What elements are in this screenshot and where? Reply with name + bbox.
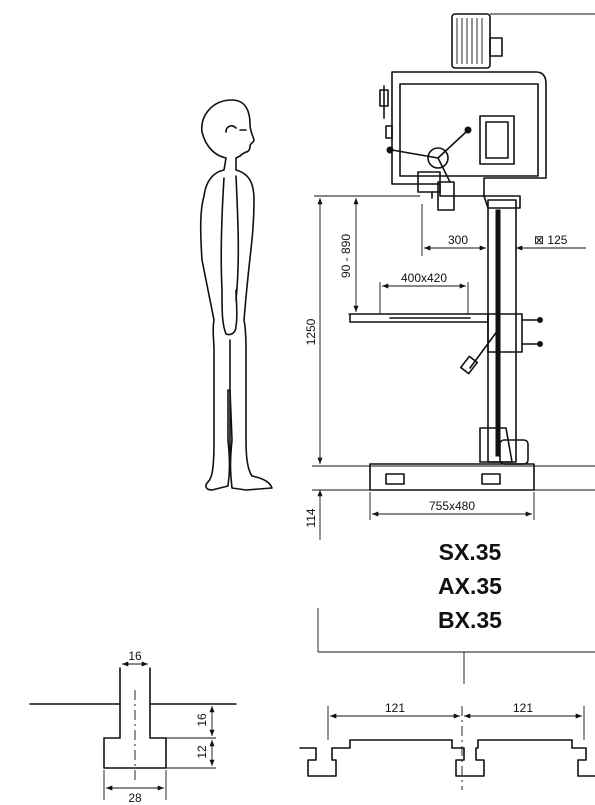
dimension-labels: 300 ⊠ 125 400x420 90 - 890 1250 114 755x… bbox=[128, 233, 567, 805]
dim-column: ⊠ 125 bbox=[534, 233, 568, 247]
table-slot-profile bbox=[299, 706, 595, 790]
dim-slot-pitch-left: 121 bbox=[385, 701, 405, 715]
dim-height: 1250 bbox=[304, 318, 318, 345]
dim-slot-top-width: 16 bbox=[128, 649, 142, 663]
dim-slot-head-depth: 12 bbox=[195, 745, 209, 759]
dim-base-height: 114 bbox=[304, 508, 318, 527]
human-figure bbox=[199, 99, 273, 491]
dim-table-size: 400x420 bbox=[401, 271, 447, 285]
model-label-sx35: SX.35 bbox=[439, 539, 502, 565]
dim-spindle-reach: 300 bbox=[448, 233, 468, 247]
model-label-bx35: BX.35 bbox=[438, 607, 502, 633]
model-labels: SX.35 AX.35 BX.35 bbox=[438, 539, 502, 633]
dim-base-size: 755x480 bbox=[429, 499, 475, 513]
dim-slot-neck-depth: 16 bbox=[195, 713, 209, 727]
dim-spindle-table: 90 - 890 bbox=[339, 234, 353, 278]
t-slot-detail bbox=[29, 661, 237, 800]
model-label-ax35: AX.35 bbox=[438, 573, 502, 599]
drill-press bbox=[349, 13, 595, 491]
dim-slot-pitch-right: 121 bbox=[513, 701, 533, 715]
dimension-lines bbox=[312, 195, 595, 684]
dim-slot-head-width: 28 bbox=[128, 791, 142, 805]
